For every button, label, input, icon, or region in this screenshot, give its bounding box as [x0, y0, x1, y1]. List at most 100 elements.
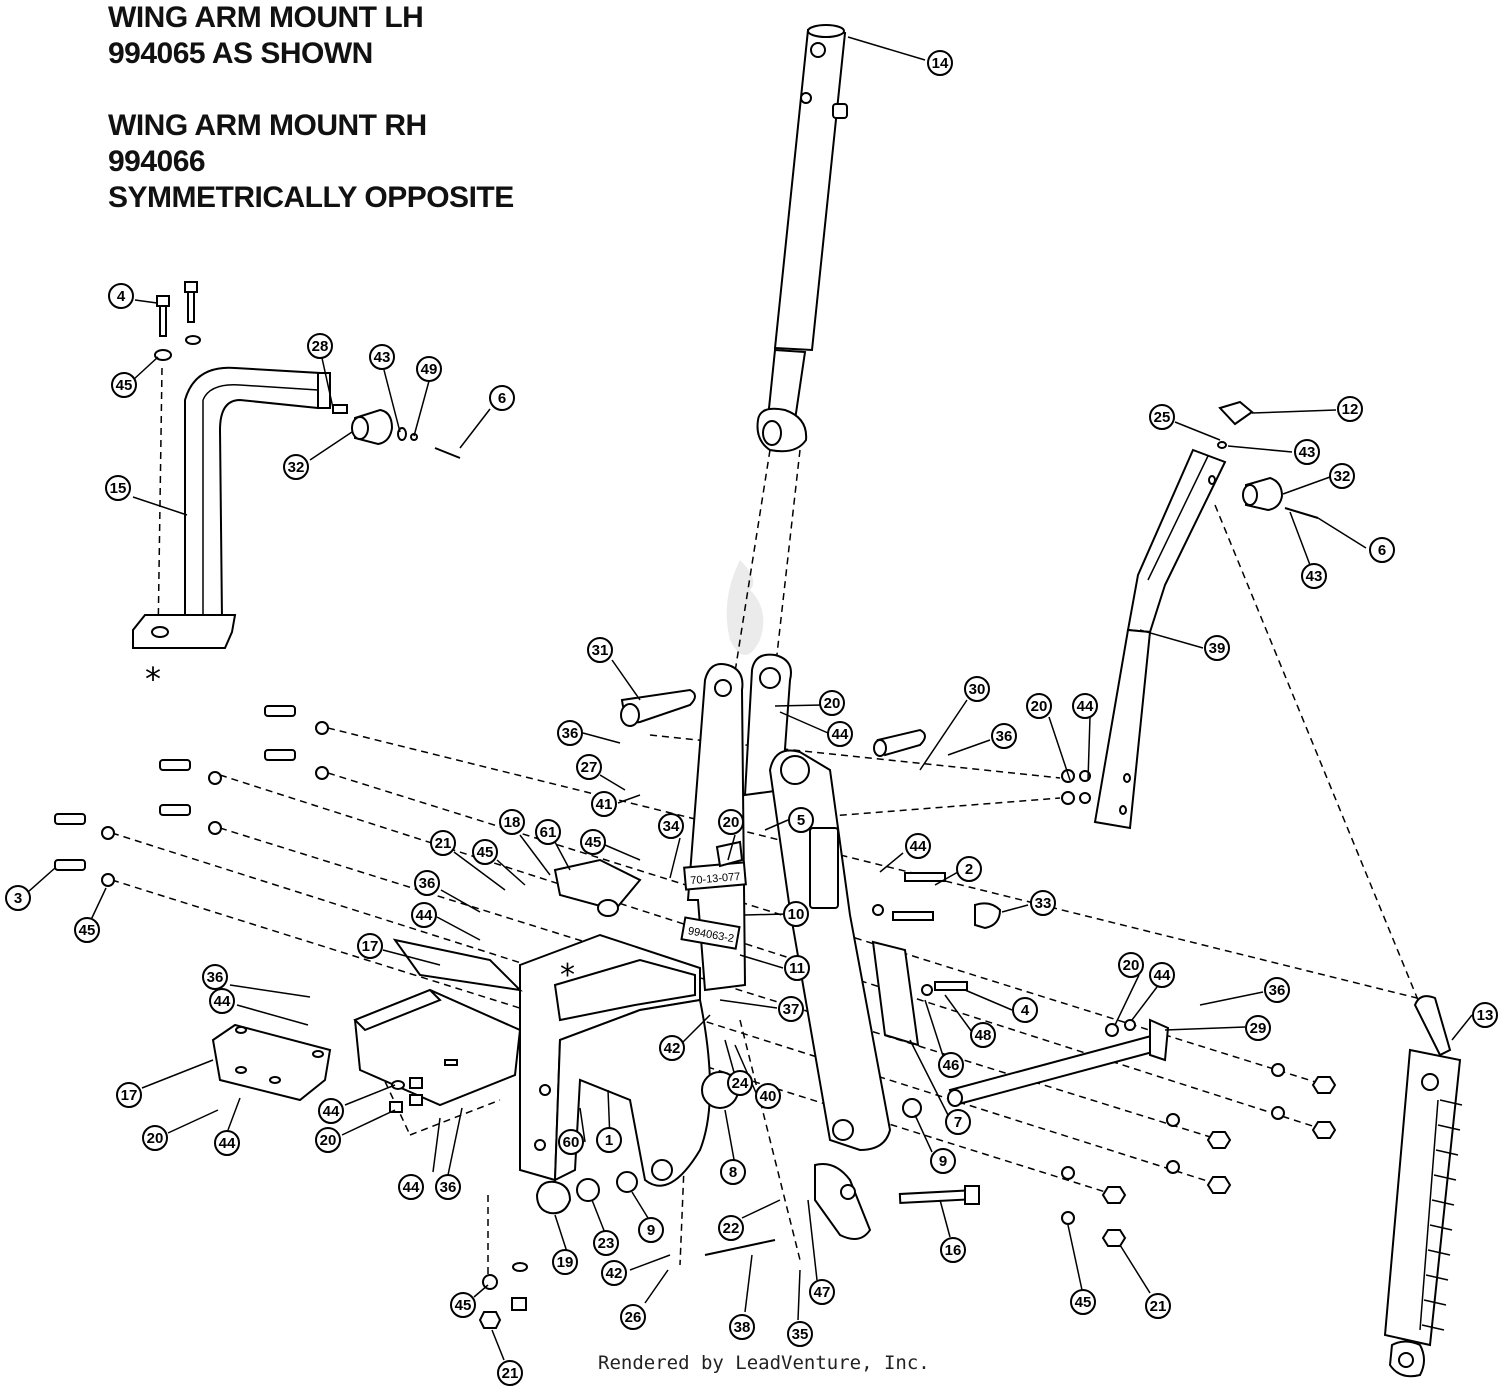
callout-number: 18: [504, 814, 521, 831]
callout-circle: [497, 1360, 523, 1386]
callout-circle: [1072, 693, 1098, 719]
callout-11: 11: [784, 955, 810, 981]
callout-number: 6: [498, 390, 506, 407]
callout-number: 25: [1154, 409, 1171, 426]
callout-number: 20: [1123, 957, 1140, 974]
callout-circle: [1329, 463, 1355, 489]
callout-circle: [489, 385, 515, 411]
callout-circle: [940, 1237, 966, 1263]
callout-number: 44: [323, 1103, 340, 1120]
callout-14: 14: [927, 50, 953, 76]
callout-number: 60: [563, 1134, 580, 1151]
callout-circle: [108, 283, 134, 309]
callout-22: 22: [718, 1215, 744, 1241]
callout-number: 9: [647, 1222, 655, 1239]
callout-32: 32: [283, 454, 309, 480]
callout-circle: [499, 809, 525, 835]
callout-number: 41: [596, 796, 613, 813]
decal-part-10: [683, 861, 747, 891]
callout-number: 44: [403, 1179, 420, 1196]
callout-47: 47: [809, 1279, 835, 1305]
callout-23: 23: [593, 1230, 619, 1256]
callout-5: 5: [788, 807, 814, 833]
callout-number: 15: [110, 480, 127, 497]
callout-circle: [784, 955, 810, 981]
callout-43: 43: [1294, 439, 1320, 465]
callout-36: 36: [414, 870, 440, 896]
callout-3: 3: [5, 885, 31, 911]
decal-label-10: 70-13-077: [690, 871, 741, 887]
callout-circle: [809, 1279, 835, 1305]
callout-circle: [1012, 997, 1038, 1023]
callout-circle: [783, 901, 809, 927]
callout-circle: [587, 637, 613, 663]
callout-circle: [202, 964, 228, 990]
callout-circle: [430, 830, 456, 856]
callout-35: 35: [787, 1321, 813, 1347]
callout-circle: [927, 50, 953, 76]
callout-circle: [945, 1109, 971, 1135]
callout-circle: [416, 356, 442, 382]
callout-circle: [283, 454, 309, 480]
callout-44: 44: [411, 902, 437, 928]
callout-circle: [209, 988, 235, 1014]
callout-circle: [576, 754, 602, 780]
callout-24: 24: [727, 1070, 753, 1096]
callout-number: 19: [557, 1254, 574, 1271]
callout-number: 33: [1035, 895, 1052, 912]
callout-number: 17: [362, 938, 379, 955]
callout-4: 4: [108, 283, 134, 309]
callout-number: 29: [1250, 1020, 1267, 1037]
callout-circle: [778, 996, 804, 1022]
callout-45: 45: [580, 829, 606, 855]
callout-number: 45: [477, 844, 494, 861]
bolts-top-left: [154, 281, 201, 361]
callout-20: 20: [819, 690, 845, 716]
callout-20: 20: [1026, 693, 1052, 719]
callout-17: 17: [116, 1082, 142, 1108]
callout-20: 20: [142, 1125, 168, 1151]
leader-lines: [27, 36, 1473, 1361]
callout-number: 45: [79, 922, 96, 939]
callout-49: 49: [416, 356, 442, 382]
callout-60: 60: [558, 1129, 584, 1155]
callout-number: 31: [592, 642, 609, 659]
callout-circle: [905, 833, 931, 859]
callout-circle: [956, 856, 982, 882]
callout-circle: [5, 885, 31, 911]
callout-36: 36: [991, 723, 1017, 749]
callout-circle: [1026, 693, 1052, 719]
decal-part-11: [680, 916, 741, 950]
footer-credit: Rendered by LeadVenture, Inc.: [598, 1352, 930, 1374]
callout-number: 3: [14, 890, 22, 907]
callout-number: 4: [117, 288, 126, 305]
callout-number: 30: [969, 681, 986, 698]
callout-61: 61: [535, 819, 561, 845]
callout-number: 48: [975, 1027, 992, 1044]
callout-number: 43: [1299, 444, 1316, 461]
cylinder-part-14: [756, 24, 848, 453]
callout-37: 37: [778, 996, 804, 1022]
callout-circle: [1264, 977, 1290, 1003]
callout-circle: [1245, 1015, 1271, 1041]
callout-number: 37: [783, 1001, 800, 1018]
callout-number: 27: [581, 759, 598, 776]
callout-44: 44: [318, 1098, 344, 1124]
callout-number: 9: [939, 1153, 947, 1170]
callout-15: 15: [105, 475, 131, 501]
callout-circle: [727, 1070, 753, 1096]
callout-circle: [718, 1215, 744, 1241]
callout-number: 5: [797, 812, 805, 829]
callout-circle: [659, 1035, 685, 1061]
callout-44: 44: [214, 1130, 240, 1156]
callout-45: 45: [472, 839, 498, 865]
channel-part-17: [353, 938, 523, 1107]
handle-post-part-15: *: [132, 366, 331, 698]
callout-9: 9: [930, 1148, 956, 1174]
callout-number: 34: [663, 818, 680, 835]
callout-number: 49: [421, 361, 438, 378]
callout-circle: [414, 870, 440, 896]
callout-number: 44: [1154, 967, 1171, 984]
callout-number: 39: [1209, 640, 1226, 657]
